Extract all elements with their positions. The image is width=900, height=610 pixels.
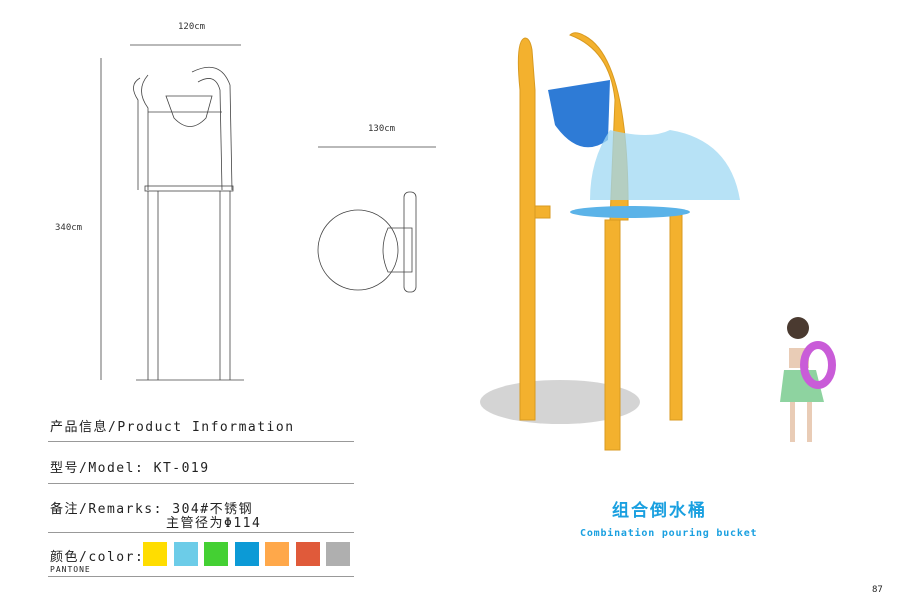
product-title-en: Combination pouring bucket — [580, 528, 758, 539]
color-label: 颜色/color: — [50, 550, 145, 565]
height-label: 340cm — [55, 223, 83, 233]
remarks-text-line2: 主管径为Φ114 — [166, 516, 262, 531]
color-swatch — [173, 542, 198, 566]
color-swatch — [204, 542, 228, 566]
top-view — [317, 191, 417, 293]
pantone-label: PANTONE — [50, 565, 91, 574]
color-swatch — [265, 542, 289, 566]
front-view — [133, 66, 244, 381]
remarks-text: 备注/Remarks: 304#不锈钢 — [50, 502, 254, 517]
color-swatch — [234, 542, 259, 566]
water-splash — [590, 130, 740, 200]
front-width-label: 120cm — [178, 22, 206, 32]
divider — [48, 576, 354, 577]
technical-drawings — [100, 44, 436, 381]
splash-plate — [570, 206, 690, 218]
model-text: 型号/Model: KT-019 — [50, 461, 210, 476]
product-info-heading: 产品信息/Product Information — [50, 420, 295, 435]
bucket — [548, 80, 610, 148]
product-title-cn: 组合倒水桶 — [612, 501, 707, 521]
color-swatch — [143, 542, 167, 566]
color-swatch — [295, 542, 320, 566]
divider — [48, 483, 354, 484]
color-swatch — [326, 542, 350, 566]
child-figure — [780, 317, 836, 442]
page-number: 87 — [872, 585, 883, 595]
product-render — [480, 32, 836, 451]
divider — [48, 532, 354, 533]
top-width-label: 130cm — [368, 124, 396, 134]
divider — [48, 441, 354, 442]
